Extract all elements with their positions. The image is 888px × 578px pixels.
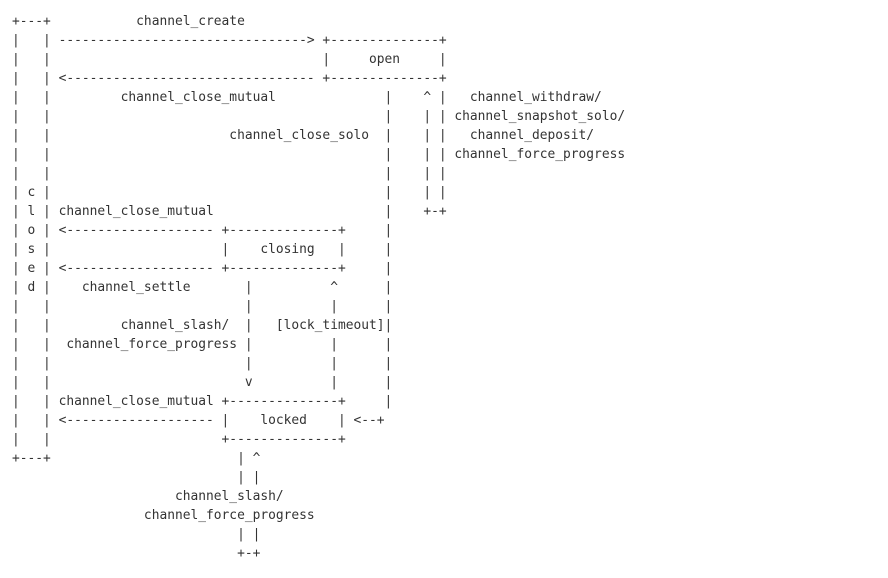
diagram-line: | | <-------------------------------- +-… (12, 71, 447, 86)
diagram-line: | | channel_close_mutual | ^ | channel_w… (12, 90, 602, 105)
diagram-line: | l | channel_close_mutual | +-+ (12, 204, 447, 219)
diagram-line: | | | | | (12, 166, 447, 181)
diagram-line: | | channel_close_mutual +--------------… (12, 394, 393, 409)
diagram-line: | | v | | (12, 375, 393, 390)
diagram-line: | s | | closing | | (12, 242, 393, 257)
diagram-line: channel_slash/ (12, 489, 284, 504)
diagram-line: | d | channel_settle | ^ | (12, 280, 393, 295)
diagram-line: channel_force_progress (12, 508, 315, 523)
diagram-line: | | | | | (12, 299, 393, 314)
diagram-line: +-+ (12, 546, 261, 561)
diagram-line: | o | <------------------- +------------… (12, 223, 393, 238)
diagram-line: | | <------------------- | locked | <--+ (12, 413, 385, 428)
diagram-line: | | | | | (12, 356, 393, 371)
diagram-line: | | (12, 527, 261, 542)
diagram-line: | | channel_close_solo | | | channel_dep… (12, 128, 595, 143)
diagram-line: +---+ channel_create (12, 14, 245, 29)
diagram-line: | | channel_slash/ | [lock_timeout]| (12, 318, 393, 333)
diagram-line: | | --------------------------------> +-… (12, 33, 447, 48)
diagram-line: | | +--------------+ (12, 432, 346, 447)
diagram-line: | c | | | | (12, 185, 447, 200)
diagram-line: | | (12, 470, 261, 485)
ascii-diagram: +---+ channel_create | | ----------------… (12, 12, 625, 563)
diagram-line: | | | | | channel_snapshot_solo/ (12, 109, 626, 124)
diagram-line: | e | <------------------- +------------… (12, 261, 393, 276)
diagram-line: | | | open | (12, 52, 447, 67)
diagram-line: | | | | | channel_force_progress (12, 147, 626, 162)
diagram-line: +---+ | ^ (12, 451, 261, 466)
diagram-line: | | channel_force_progress | | | (12, 337, 393, 352)
